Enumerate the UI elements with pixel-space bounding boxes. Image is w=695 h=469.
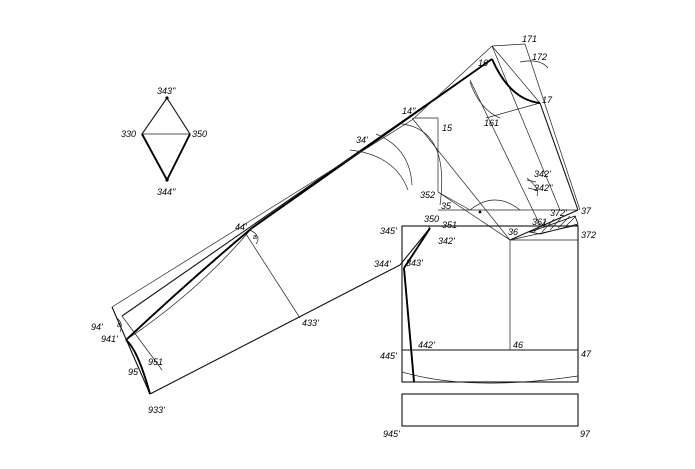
label-46: 46 [513, 340, 523, 350]
label-14pp: 14'' [402, 106, 416, 116]
label-36: 36 [508, 227, 518, 237]
label-15: 15 [442, 123, 453, 133]
line-161-17 [485, 102, 541, 119]
cap-arc-161 [469, 81, 501, 119]
diamond-bottom-point [165, 178, 169, 182]
sleeve-mid-guide [411, 117, 511, 241]
label-345p: 345' [380, 226, 397, 236]
label-94p: 94' [91, 322, 103, 332]
sleeve-construction: a a [111, 43, 581, 395]
label-352: 352 [420, 190, 435, 200]
label-161: 161 [484, 118, 499, 128]
label-372: 372 [581, 230, 596, 240]
label-351: 351 [442, 220, 457, 230]
point-35-mark [478, 210, 482, 214]
label-945p: 945' [383, 429, 400, 439]
label-44p: 44' [235, 222, 247, 232]
label-330: 330 [121, 129, 136, 139]
label-941p: 941' [101, 334, 118, 344]
diamond-lower-edge [141, 133, 191, 183]
label-951: 951 [148, 357, 163, 367]
arc-34 [375, 133, 413, 186]
sleeve-cap-top [491, 43, 526, 47]
sleeve-cap-line [411, 45, 493, 121]
sleeve-cap-guide-a [491, 45, 541, 104]
sleeve-cap-guide-b [491, 45, 561, 211]
cap-curve-bold [491, 58, 541, 104]
line-36-37 [509, 209, 579, 241]
label-344p: 344' [374, 259, 391, 269]
label-16: 16 [478, 58, 488, 68]
label-172: 172 [532, 52, 547, 62]
tick-342b [527, 187, 538, 191]
diamond-top-point [165, 96, 169, 100]
hatch-area [528, 215, 579, 235]
armhole-top [427, 225, 431, 229]
label-361: 361 [532, 217, 547, 227]
label-933p: 933' [148, 405, 165, 415]
angle-mark-upper: a [253, 234, 257, 241]
label-350-diamond: 350 [192, 129, 207, 139]
label-342p-top: 342' [534, 169, 551, 179]
label-34p: 34' [356, 135, 368, 145]
diamond-outline [141, 97, 191, 182]
label-342pp: 342'' [534, 183, 553, 193]
arc-36 [469, 199, 521, 211]
sleeve-right-seam [539, 102, 579, 211]
angle-mark-lower: a [117, 322, 121, 329]
tick-342a [526, 179, 537, 183]
line-44-433 [245, 233, 301, 319]
sleeve-hem-guide [121, 315, 163, 371]
sleeve-seam-alt [125, 227, 253, 341]
label-95: 95 [128, 367, 139, 377]
label-343p: 343' [406, 258, 423, 268]
label-445p: 445' [380, 351, 397, 361]
line-36-372 [509, 224, 579, 241]
hatch-5 [565, 215, 577, 227]
label-433p: 433' [302, 318, 319, 328]
sleeve-bottom-edge [149, 264, 401, 395]
arc-172 [519, 60, 549, 69]
angle-arc-lower [115, 317, 122, 333]
sleeve-hem-edge [111, 306, 151, 395]
label-372p: 372' [550, 208, 567, 218]
label-442p: 442' [418, 340, 435, 350]
arc-15 [401, 123, 443, 206]
diamond-gusset: 343'' 330 350 344'' [121, 86, 207, 197]
sleeve-seam-bold [125, 227, 253, 341]
label-35: 35 [441, 201, 452, 211]
line-352-35 [437, 191, 471, 211]
waistband-rect [401, 393, 579, 427]
label-342p: 342' [438, 236, 455, 246]
bodice-panel [401, 225, 579, 427]
label-343pp: 343'' [157, 86, 176, 96]
sleeve-top-edge-bold [251, 58, 493, 229]
label-171: 171 [522, 34, 537, 44]
arc-342 [526, 177, 538, 197]
line-352-36 [437, 191, 511, 241]
side-seam-bold [403, 267, 415, 383]
point-labels: 171 172 16 17 161 14'' 15 34' 342' 342''… [91, 34, 596, 439]
label-97: 97 [580, 429, 591, 439]
bodice-rect [401, 225, 579, 383]
sleeve-hem-bold [125, 339, 151, 395]
arc-34-outer [349, 149, 409, 191]
label-344pp: 344'' [157, 187, 176, 197]
label-47: 47 [581, 349, 592, 359]
armhole-curve [403, 227, 431, 269]
hatch-3 [549, 216, 563, 231]
label-350: 350 [424, 214, 439, 224]
waist-wave [401, 371, 579, 384]
waistband-inner [402, 394, 578, 405]
angle-arc-upper [249, 229, 259, 245]
sleeve-construction-line [111, 119, 413, 308]
label-17: 17 [542, 95, 553, 105]
label-37: 37 [581, 206, 592, 216]
sleeve-right-guide [524, 43, 581, 211]
